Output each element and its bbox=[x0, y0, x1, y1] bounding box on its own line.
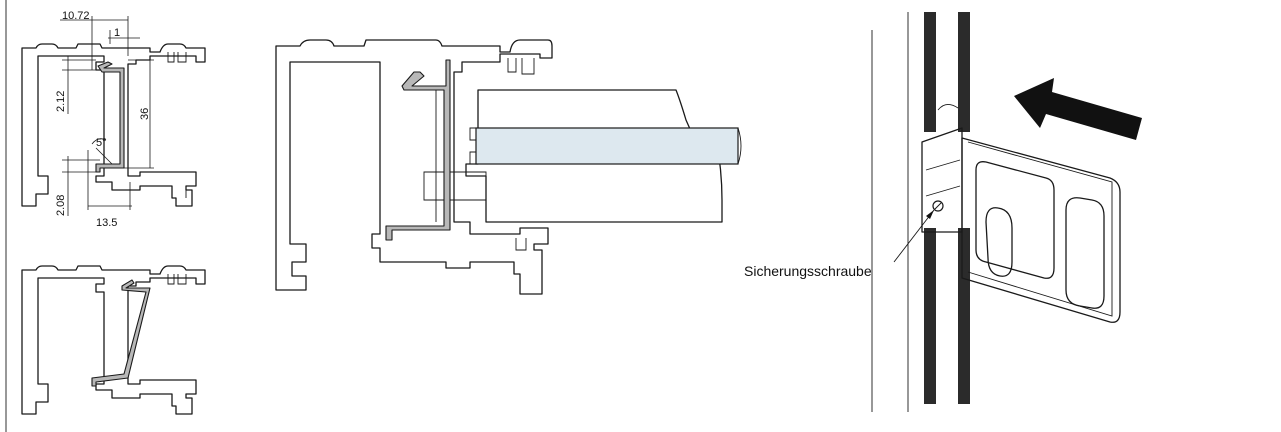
side-grip bbox=[1065, 197, 1105, 309]
angle-arc bbox=[91, 138, 107, 145]
callout-arrowhead bbox=[926, 210, 934, 219]
frame-profile-outline bbox=[21, 43, 206, 207]
dim-label: 10.72 bbox=[62, 10, 90, 22]
dim-label: 2.08 bbox=[55, 195, 67, 216]
glass-seal bbox=[469, 127, 476, 141]
dim-label: 13.5 bbox=[96, 217, 117, 229]
glass-pane bbox=[475, 127, 739, 165]
profile-groove bbox=[167, 52, 175, 63]
glass-break-edge bbox=[737, 127, 742, 165]
dim-label: 5° bbox=[96, 137, 107, 149]
detail-lock-perspective: Sicherungsschraube bbox=[744, 12, 1142, 412]
dim-label: 36 bbox=[139, 108, 151, 120]
detail-clip-tilted bbox=[21, 265, 206, 415]
profile-groove bbox=[515, 238, 527, 251]
lock-housing-face bbox=[967, 141, 1113, 317]
thumb-turn bbox=[985, 207, 1013, 277]
spacer-block bbox=[423, 171, 487, 201]
lock-housing bbox=[961, 137, 1121, 323]
seal-gap bbox=[920, 132, 972, 228]
profile-groove bbox=[167, 274, 175, 285]
detail-clip-with-glass bbox=[275, 39, 742, 295]
callout-label: Sicherungsschraube bbox=[744, 263, 872, 279]
callout-leader bbox=[893, 209, 935, 263]
frame-profile-outline bbox=[21, 265, 206, 415]
screw-icon bbox=[932, 200, 944, 212]
dimension-line bbox=[95, 147, 113, 165]
profile-groove bbox=[177, 274, 187, 285]
seal-arc bbox=[937, 104, 959, 111]
clip-profile-tilted bbox=[91, 279, 151, 387]
lock-cover bbox=[975, 161, 1055, 279]
dim-label: 2.12 bbox=[55, 91, 67, 112]
dim-label: 1 bbox=[114, 27, 120, 39]
arrow-icon bbox=[1014, 78, 1142, 140]
frame-profile-outline bbox=[275, 39, 553, 295]
profile-groove bbox=[177, 52, 187, 63]
profile-groove bbox=[507, 58, 517, 73]
glass-seal bbox=[469, 151, 476, 165]
clip-profile bbox=[95, 61, 125, 173]
clip-profile bbox=[385, 59, 451, 241]
detail-clip-installed: 10.72 1 2.12 36 5° 2.08 13.5 bbox=[21, 10, 206, 229]
profile-groove bbox=[521, 58, 535, 75]
bracket-edge bbox=[925, 159, 961, 197]
